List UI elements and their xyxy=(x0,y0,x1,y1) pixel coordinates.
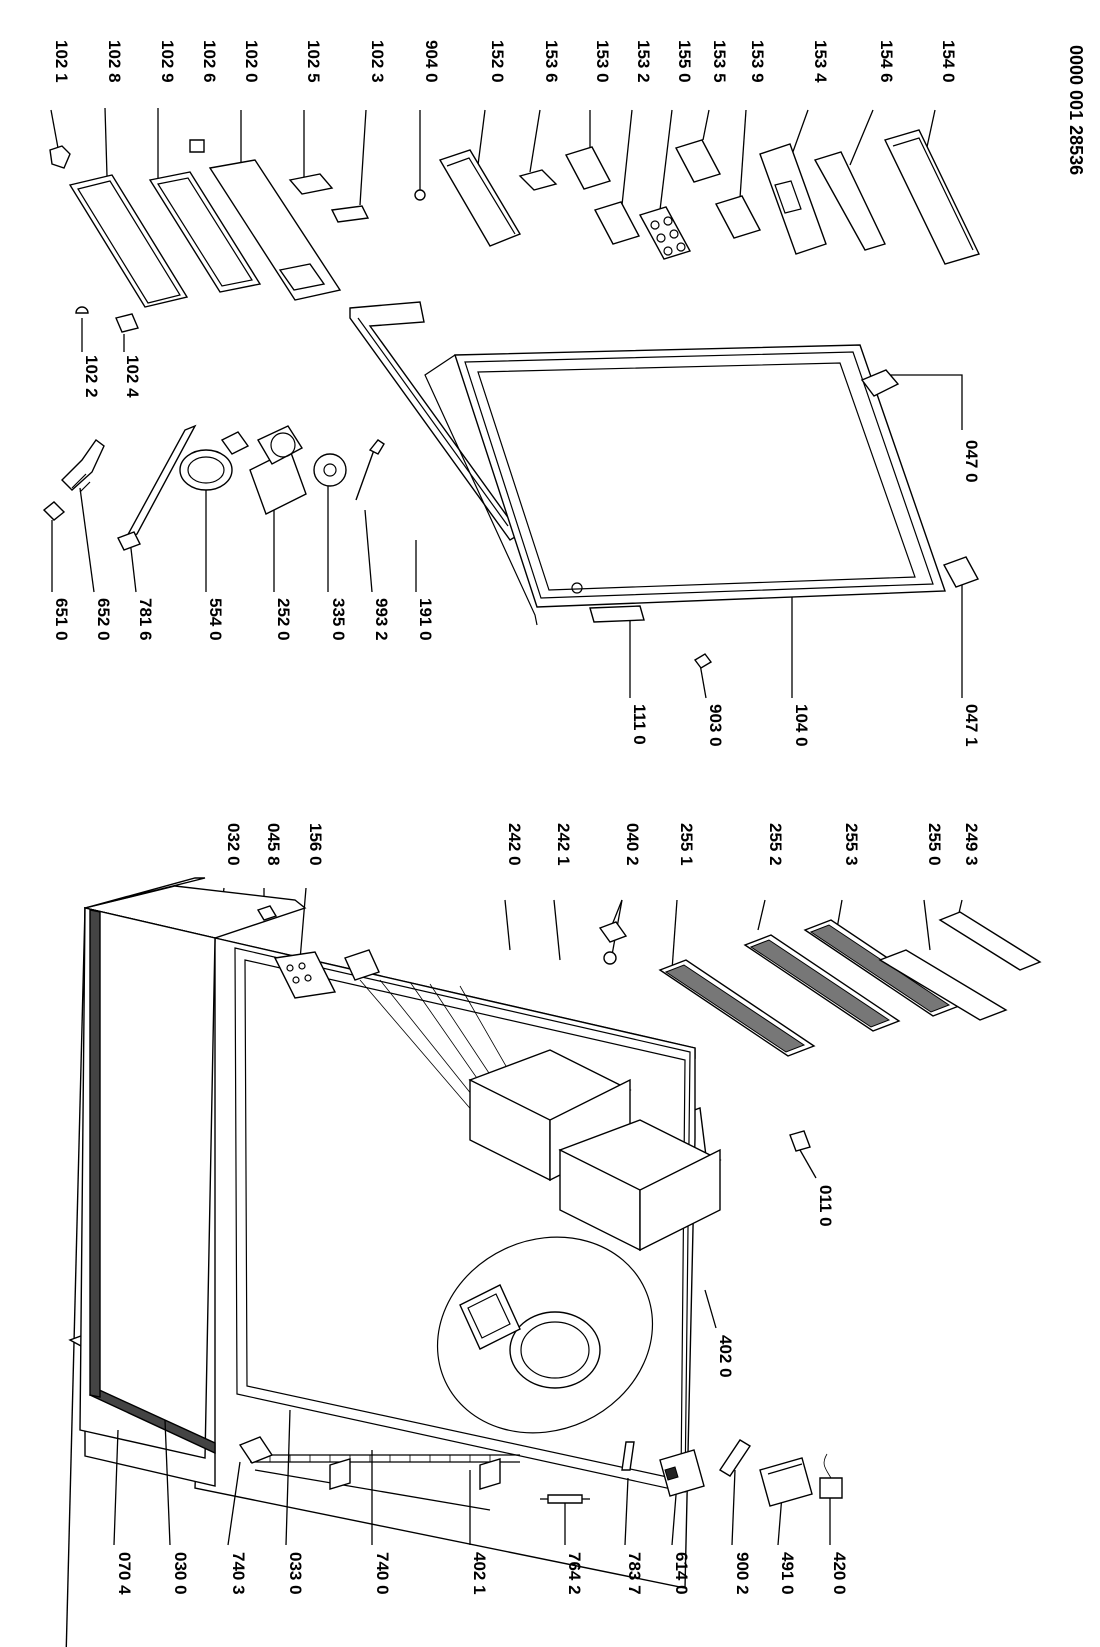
label-255-1: 255 1 xyxy=(677,823,696,866)
label-152-0: 152 0 xyxy=(488,40,507,83)
label-900-2: 900 2 xyxy=(733,1552,752,1595)
label-102-1: 102 1 xyxy=(52,40,71,83)
label-402-1: 402 1 xyxy=(470,1552,489,1595)
label-420-0: 420 0 xyxy=(830,1552,849,1595)
label-740-3: 740 3 xyxy=(229,1552,248,1595)
label-255-3: 255 3 xyxy=(842,823,861,866)
cabinet-body xyxy=(65,877,722,1647)
label-153-9: 153 9 xyxy=(748,40,767,83)
label-032-0: 032 0 xyxy=(224,823,243,866)
label-102-4: 102 4 xyxy=(123,355,142,398)
label-030-0: 030 0 xyxy=(171,1552,190,1595)
bottom-labels: 070 4 030 0 740 3 033 0 740 0 402 1 764 … xyxy=(115,1185,849,1595)
label-764-2: 764 2 xyxy=(565,1552,584,1595)
compressor-area xyxy=(436,1236,654,1434)
label-153-2: 153 2 xyxy=(634,40,653,83)
label-255-2: 255 2 xyxy=(766,823,785,866)
label-783-7: 783 7 xyxy=(625,1552,644,1595)
label-242-1: 242 1 xyxy=(554,823,573,866)
label-255-0: 255 0 xyxy=(925,823,944,866)
part-047-1 xyxy=(942,556,980,588)
label-740-0: 740 0 xyxy=(373,1552,392,1595)
label-904-0: 904 0 xyxy=(422,40,441,83)
label-153-6: 153 6 xyxy=(542,40,561,83)
control-parts xyxy=(42,424,385,551)
top-labels: 102 1 102 8 102 9 102 6 102 0 102 5 102 … xyxy=(52,40,958,83)
label-652-0: 652 0 xyxy=(94,598,113,641)
label-047-1: 047 1 xyxy=(962,704,981,747)
label-102-0: 102 0 xyxy=(242,40,261,83)
label-102-9: 102 9 xyxy=(158,40,177,83)
part-903-0 xyxy=(693,653,713,669)
label-191-0: 191 0 xyxy=(416,598,435,641)
label-335-0: 335 0 xyxy=(329,598,348,641)
cabinet-labels: 032 0 045 8 156 0 242 0 242 1 040 2 255 … xyxy=(224,823,981,866)
label-651-0: 651 0 xyxy=(52,598,71,641)
condenser xyxy=(250,1454,520,1511)
label-011-0: 011 0 xyxy=(816,1185,835,1227)
document-id: 0000 001 28536 xyxy=(1066,45,1086,175)
label-155-0: 155 0 xyxy=(675,40,694,83)
top-leaders xyxy=(50,107,936,211)
part-045-8 xyxy=(256,905,278,921)
label-102-8: 102 8 xyxy=(105,40,124,83)
electrical-parts xyxy=(540,1439,843,1507)
part-102-2 xyxy=(75,306,89,314)
label-104-0: 104 0 xyxy=(792,704,811,747)
part-102-4 xyxy=(115,313,139,333)
label-402-0: 402 0 xyxy=(716,1335,735,1378)
part-040-2 xyxy=(598,921,628,943)
door-accessories xyxy=(49,129,980,308)
label-781-6: 781 6 xyxy=(136,598,155,641)
label-614-0: 614 0 xyxy=(672,1552,691,1595)
part-047-0 xyxy=(860,369,900,397)
label-102-6: 102 6 xyxy=(200,40,219,83)
label-045-8: 045 8 xyxy=(264,823,283,866)
label-102-5: 102 5 xyxy=(304,40,323,83)
label-242-0: 242 0 xyxy=(505,823,524,866)
label-554-0: 554 0 xyxy=(206,598,225,641)
label-153-0: 153 0 xyxy=(593,40,612,83)
door-area-labels: 651 0 652 0 781 6 554 0 252 0 335 0 993 … xyxy=(52,440,981,747)
label-491-0: 491 0 xyxy=(778,1552,797,1595)
label-033-0: 033 0 xyxy=(286,1552,305,1595)
door-gasket xyxy=(349,301,522,541)
label-111-0: 111 0 xyxy=(630,704,649,745)
label-047-0: 047 0 xyxy=(962,440,981,483)
label-154-6: 154 6 xyxy=(877,40,896,83)
label-102-3: 102 3 xyxy=(368,40,387,83)
label-154-0: 154 0 xyxy=(939,40,958,83)
label-153-4: 153 4 xyxy=(811,40,830,83)
label-153-5: 153 5 xyxy=(710,40,729,83)
label-903-0: 903 0 xyxy=(706,704,725,747)
part-740-3 xyxy=(238,1436,274,1464)
label-252-0: 252 0 xyxy=(274,598,293,641)
label-249-3: 249 3 xyxy=(962,823,981,866)
label-070-4: 070 4 xyxy=(115,1552,134,1595)
label-102-2: 102 2 xyxy=(82,355,101,398)
label-993-2: 993 2 xyxy=(372,598,391,641)
label-040-2: 040 2 xyxy=(623,823,642,866)
glass-shelves xyxy=(658,911,1042,1057)
label-156-0: 156 0 xyxy=(306,823,325,866)
door-panel xyxy=(424,344,946,626)
part-011-0 xyxy=(789,1130,811,1152)
